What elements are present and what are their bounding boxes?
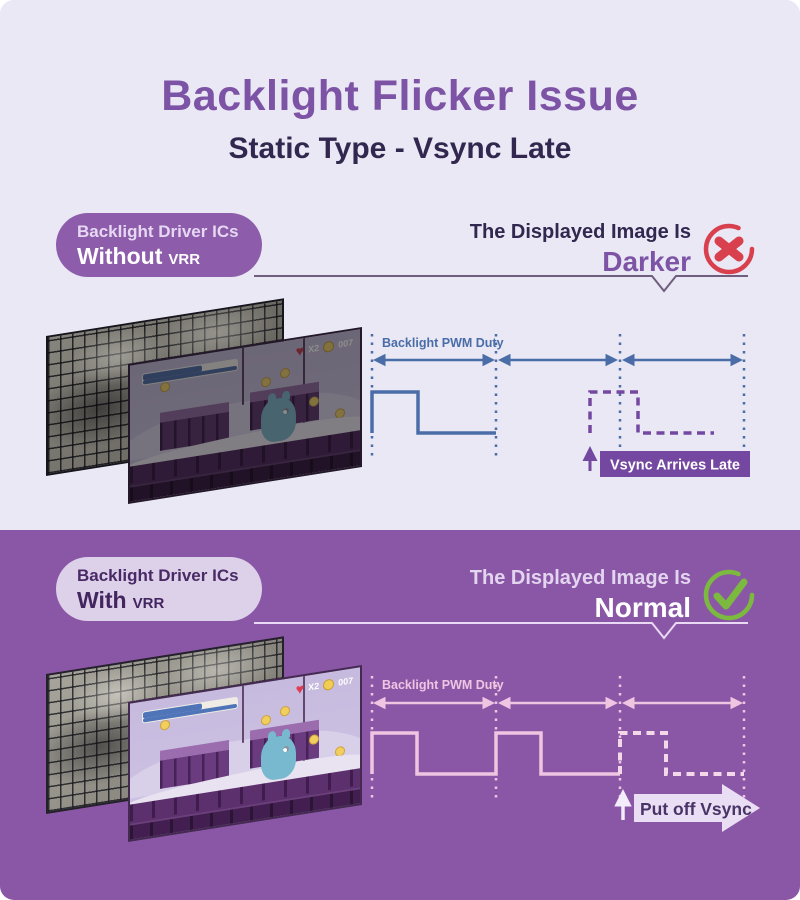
result-text: The Displayed Image Is Darker: [470, 220, 691, 279]
section-with-vrr: Backlight Driver ICs With VRR The Displa…: [0, 530, 800, 900]
event-label: Vsync Arrives Late: [610, 458, 740, 474]
lives-count: X2: [308, 681, 320, 693]
coin-count: 007: [338, 337, 354, 351]
badge-with-vrr: Backlight Driver ICs With VRR: [56, 557, 262, 621]
health-bar: [141, 358, 239, 386]
event-label-box: [600, 451, 750, 477]
heart-icon: ♥: [295, 342, 305, 360]
coin: [261, 375, 272, 388]
coin: [159, 719, 170, 731]
cross-circle-icon: [703, 224, 755, 275]
pwm-pulse-deferred-dashed: [618, 731, 744, 776]
coin-icon: [323, 678, 335, 692]
page-title: Backlight Flicker Issue: [161, 72, 639, 120]
coin-count: 007: [338, 675, 354, 689]
coin: [279, 367, 290, 380]
lives-count: X2: [308, 343, 320, 355]
coin-icon: [323, 340, 335, 354]
put-off-vsync-banner: [634, 784, 760, 832]
result-text: The Displayed Image Is Normal: [470, 566, 691, 625]
heart-icon: ♥: [295, 680, 305, 698]
pwm-duty-label: Backlight PWM Duty: [382, 336, 504, 350]
result-darker: The Displayed Image Is Darker: [470, 220, 756, 279]
badge-tech: VRR: [168, 251, 201, 269]
badge-line1: Backlight Driver ICs: [77, 566, 239, 585]
coin: [261, 713, 272, 726]
badge-line2: With VRR: [77, 587, 262, 614]
divider-notched-line: [254, 622, 748, 640]
event-label: Put off Vsync: [640, 799, 752, 819]
result-value: Darker: [602, 246, 691, 277]
badge-mode: Without: [77, 243, 163, 270]
pwm-pulses-solid: [370, 731, 620, 776]
badge-without-vrr: Backlight Driver ICs Without VRR: [56, 213, 262, 277]
pwm-timing-diagram-with-vrr: Backlight PWM Duty Put off Vsync: [370, 676, 760, 832]
badge-tech: VRR: [132, 595, 165, 613]
result-lead: The Displayed Image Is: [469, 221, 691, 243]
coin: [159, 381, 170, 393]
badge-line2: Without VRR: [77, 243, 262, 270]
page-subtitle: Static Type - Vsync Late: [228, 132, 572, 165]
vine: [241, 685, 245, 744]
result-lead: The Displayed Image Is: [469, 567, 691, 589]
coin: [279, 705, 290, 718]
vine: [241, 347, 245, 406]
pwm-pulse-solid: [370, 390, 496, 435]
result-normal: The Displayed Image Is Normal: [470, 566, 756, 625]
pwm-timing-diagram-without-vrr: Backlight PWM Duty Vsync Arrives Late: [370, 334, 750, 477]
pwm-pulse-delayed-dashed: [588, 390, 714, 435]
badge-line1: Backlight Driver ICs: [77, 222, 239, 241]
badge-mode: With: [77, 587, 127, 614]
divider-notched-line: [254, 275, 748, 293]
result-value: Normal: [594, 592, 691, 623]
health-bar: [141, 696, 239, 724]
pwm-duty-label: Backlight PWM Duty: [382, 678, 504, 692]
check-circle-icon: [703, 570, 755, 621]
section-without-vrr: Backlight Flicker Issue Static Type - Vs…: [0, 0, 800, 530]
